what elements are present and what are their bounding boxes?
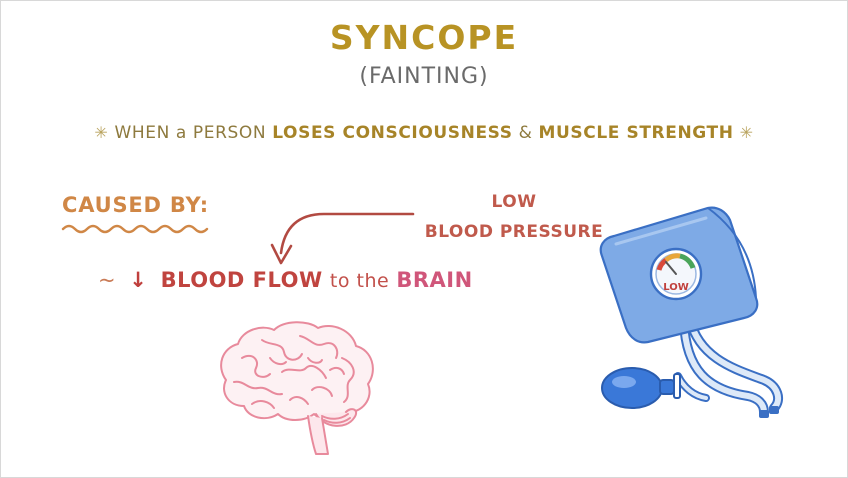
definition-part-1: WHEN a PERSON bbox=[114, 123, 267, 143]
blood-flow-line: ~ ↓ BLOOD FLOW to the BRAIN bbox=[98, 268, 473, 292]
definition-part-2: LOSES CONSCIOUSNESS bbox=[272, 123, 513, 143]
brain-illustration bbox=[220, 321, 374, 455]
slide-subtitle: (FAINTING) bbox=[359, 64, 489, 89]
squiggle-underline-icon bbox=[61, 224, 209, 234]
curved-arrow-icon bbox=[270, 212, 415, 265]
brain-text: BRAIN bbox=[396, 268, 473, 292]
down-arrow-icon: ↓ bbox=[129, 268, 148, 292]
to-the-text: to the bbox=[329, 270, 390, 292]
low-blood-pressure-label: LOW BLOOD PRESSURE bbox=[418, 187, 610, 247]
gauge-low-label: LOW bbox=[663, 282, 689, 293]
star-right-icon: ✳ bbox=[739, 123, 754, 142]
blood-flow-text: BLOOD FLOW bbox=[160, 268, 323, 292]
caused-by-label: CAUSED BY: bbox=[62, 193, 209, 217]
definition-part-4: MUSCLE STRENGTH bbox=[538, 123, 734, 143]
low-blood-pressure-line-1: LOW bbox=[491, 192, 537, 212]
definition-part-3: & bbox=[518, 123, 533, 143]
approx-tilde: ~ bbox=[98, 268, 117, 292]
star-left-icon: ✳ bbox=[94, 123, 109, 142]
blood-pressure-cuff-icon: LOW bbox=[599, 206, 784, 418]
definition-line: ✳ WHEN a PERSON LOSES CONSCIOUSNESS & MU… bbox=[0, 123, 848, 143]
slide-title: SYNCOPE bbox=[329, 18, 519, 57]
low-blood-pressure-line-2: BLOOD PRESSURE bbox=[424, 222, 604, 242]
